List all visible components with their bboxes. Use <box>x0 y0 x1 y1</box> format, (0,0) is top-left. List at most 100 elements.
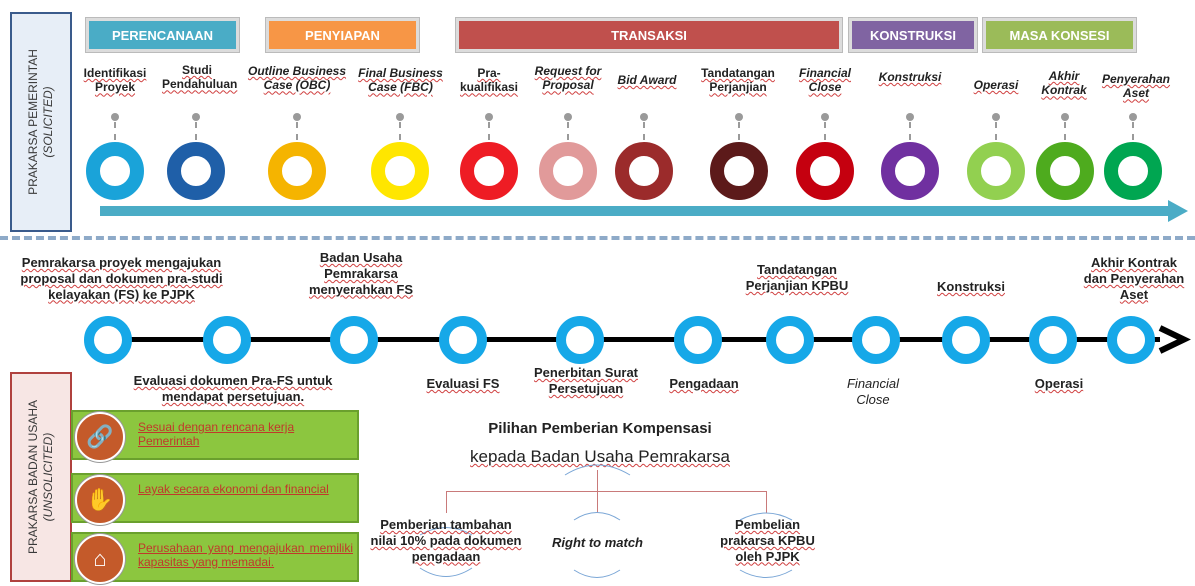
step-ring <box>460 142 518 200</box>
tree-stem <box>597 470 598 492</box>
unsolicited-side-title: PRAKARSA BADAN USAHA <box>26 399 40 555</box>
u-top-label-menyerahkan-fs: Badan Usaha Pemrakarsa menyerahkan FS <box>308 250 414 297</box>
u-top-label-akhir-kontrak: Akhir Kontrak dan Penyerahan Aset <box>1083 255 1185 302</box>
step-ring <box>881 142 939 200</box>
step-pin-icon <box>1129 113 1137 121</box>
step-pin-line <box>824 122 826 140</box>
step-ring <box>86 142 144 200</box>
step-ring <box>371 142 429 200</box>
u-bottom-label-pengadaan: Pengadaan <box>669 376 739 391</box>
step-label-fbc: Final Business Case (FBC) <box>358 66 443 95</box>
house-icon: ⌂ <box>75 534 125 584</box>
step-pin-icon <box>485 113 493 121</box>
compensation-option-2: Right to match <box>552 535 643 550</box>
step-label-bid-award: Bid Award <box>617 73 677 87</box>
phase-transaksi: TRANSAKSI <box>456 18 842 52</box>
phase-masa-konsesi: MASA KONSESI <box>983 18 1136 52</box>
step-label-obc: Outline Business Case (OBC) <box>247 64 347 93</box>
step-label-financial-close: Financial Close <box>798 66 851 95</box>
step-ring <box>268 142 326 200</box>
phase-konstruksi: KONSTRUKSI <box>849 18 977 52</box>
u-bottom-label-financial-close: Financial Close <box>846 376 900 407</box>
step-pin-line <box>909 122 911 140</box>
step-pin-icon <box>293 113 301 121</box>
compensation-option-1: Pemberian tambahan nilai 10% pada dokume… <box>370 517 522 564</box>
step-ring <box>710 142 768 200</box>
milestone-ring <box>330 316 378 364</box>
solicited-side-label: PRAKARSA PEMERINTAH (SOLICITED) <box>26 49 56 195</box>
step-pin-icon <box>821 113 829 121</box>
step-pin-icon <box>192 113 200 121</box>
milestone-ring <box>942 316 990 364</box>
unsolicited-side-label: PRAKARSA BADAN USAHA (UNSOLICITED) <box>26 400 56 554</box>
milestone-ring <box>203 316 251 364</box>
u-bottom-label-operasi: Operasi <box>1034 376 1084 391</box>
step-ring <box>615 142 673 200</box>
compensation-subtitle: kepada Badan Usaha Pemrakarsa <box>470 447 730 466</box>
unsolicited-side-subtitle: (UNSOLICITED) <box>41 432 55 522</box>
solicited-side-title: PRAKARSA PEMERINTAH <box>26 49 40 195</box>
step-ring <box>796 142 854 200</box>
link-icon: 🔗 <box>75 412 125 462</box>
unsolicited-timeline-arrow <box>98 325 1191 354</box>
criteria-text-1: Sesuai dengan rencana kerja Pemerintah <box>138 420 295 448</box>
step-label-penyerahan-aset: Penyerahan Aset <box>1101 72 1171 101</box>
criteria-text-3: Perusahaan yang mengajukan memiliki kapa… <box>138 541 353 569</box>
u-top-label-tandatangan: Tandatangan Perjanjian KPBU <box>745 262 849 293</box>
tree-leg-mid <box>597 491 598 513</box>
milestone-ring <box>439 316 487 364</box>
step-pin-icon <box>906 113 914 121</box>
tree-leg-left <box>446 491 447 513</box>
u-bottom-label-evaluasi-prafs: Evaluasi dokumen Pra-FS untuk mendapat p… <box>133 373 333 404</box>
step-pin-line <box>114 122 116 140</box>
step-label-akhir-kontrak: Akhir Kontrak <box>1041 69 1087 98</box>
milestone-ring <box>674 316 722 364</box>
tree-branch <box>446 491 766 492</box>
compensation-option-3: Pembelian prakarsa KPBU oleh PJPK <box>720 517 815 564</box>
u-top-label-konstruksi: Konstruksi <box>937 279 1005 294</box>
milestone-ring <box>556 316 604 364</box>
step-pin-icon <box>111 113 119 121</box>
milestone-ring <box>1029 316 1077 364</box>
step-pin-icon <box>564 113 572 121</box>
step-pin-icon <box>992 113 1000 121</box>
step-label-rfp: Request for Proposal <box>534 64 602 93</box>
step-label-identifikasi: Identifikasi Proyek <box>83 66 147 95</box>
step-label-studi: Studi Pendahuluan <box>162 63 238 92</box>
step-pin-line <box>995 122 997 140</box>
tree-leg-right <box>766 491 767 513</box>
step-ring <box>1036 142 1094 200</box>
u-bottom-label-evaluasi-fs: Evaluasi FS <box>426 376 500 391</box>
u-bottom-label-penerbitan: Penerbitan Surat Persetujuan <box>533 365 639 396</box>
step-pin-line <box>488 122 490 140</box>
step-label-tandatangan: Tandatangan Perjanjian <box>701 66 775 95</box>
phase-penyiapan: PENYIAPAN <box>266 18 419 52</box>
criteria-text-2: Layak secara ekonomi dan financial <box>138 482 329 496</box>
unsolicited-side-panel: PRAKARSA BADAN USAHA (UNSOLICITED) <box>10 372 72 582</box>
tree-arcs <box>419 464 793 578</box>
compensation-title: Pilihan Pemberian Kompensasi <box>488 420 712 437</box>
milestone-ring <box>766 316 814 364</box>
step-pin-icon <box>640 113 648 121</box>
solicited-timeline-arrow <box>100 200 1188 222</box>
step-pin-line <box>1132 122 1134 140</box>
step-ring <box>539 142 597 200</box>
phase-perencanaan: PERENCANAAN <box>86 18 239 52</box>
solicited-side-panel: PRAKARSA PEMERINTAH (SOLICITED) <box>10 12 72 232</box>
step-pin-icon <box>396 113 404 121</box>
step-label-operasi: Operasi <box>973 78 1019 92</box>
hand-coins-icon: ✋ <box>75 475 125 525</box>
step-pin-line <box>643 122 645 140</box>
section-divider <box>0 236 1195 240</box>
step-pin-icon <box>1061 113 1069 121</box>
step-label-prakualifikasi: Pra-kualifikasi <box>459 66 519 95</box>
step-pin-line <box>567 122 569 140</box>
solicited-side-subtitle: (SOLICITED) <box>41 86 55 158</box>
milestone-ring <box>84 316 132 364</box>
step-ring <box>967 142 1025 200</box>
step-pin-line <box>195 122 197 140</box>
step-pin-icon <box>735 113 743 121</box>
step-ring <box>167 142 225 200</box>
u-top-label-proposal: Pemrakarsa proyek mengajukan proposal da… <box>20 255 223 302</box>
